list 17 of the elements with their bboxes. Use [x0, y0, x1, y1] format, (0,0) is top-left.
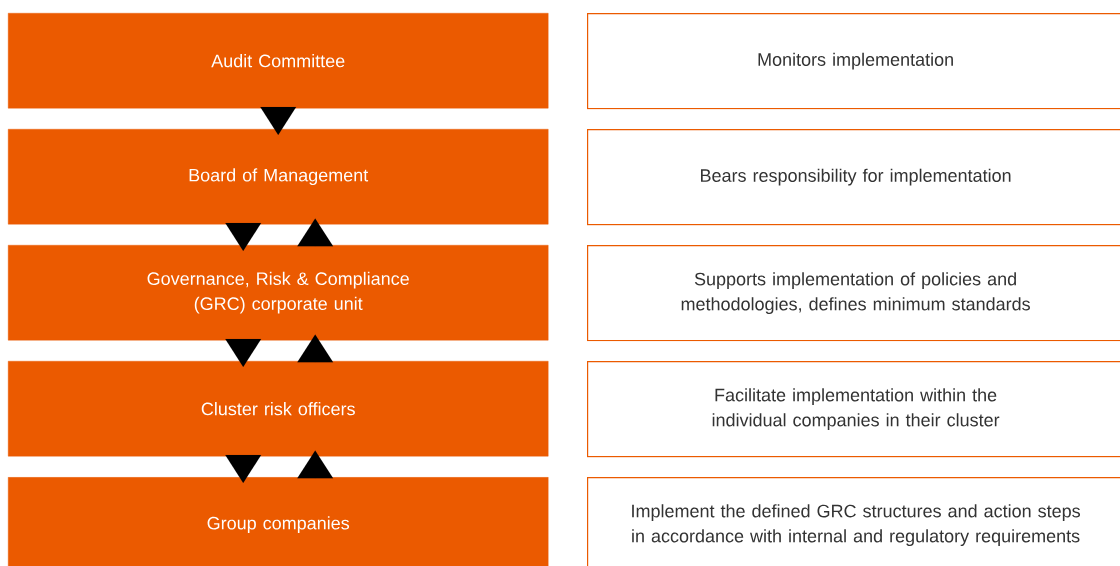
arrow — [297, 450, 334, 479]
description-box: Bears responsibility for implementation — [587, 129, 1120, 226]
arrow — [297, 334, 334, 363]
description-box: Facilitate implementation within the individual companies in their cluster — [587, 361, 1120, 458]
description-box: Implement the defined GRC structures and action steps in accordance with internal and regulatory requirements — [587, 477, 1120, 566]
role-box: Cluster risk officers — [8, 361, 549, 457]
arrow — [225, 223, 262, 251]
role-box: Governance, Risk & Compliance (GRC) corporate unit — [8, 245, 549, 341]
arrow — [225, 338, 262, 367]
arrow — [297, 218, 334, 247]
role-box: Board of Management — [8, 129, 549, 225]
description-box: Monitors implementation — [587, 13, 1120, 110]
arrow — [260, 107, 297, 135]
arrow — [225, 454, 262, 483]
role-box: Audit Committee — [8, 13, 549, 109]
role-box: Group companies — [8, 477, 549, 566]
description-box: Supports implementation of policies and methodologies, defines minimum standards — [587, 245, 1120, 342]
